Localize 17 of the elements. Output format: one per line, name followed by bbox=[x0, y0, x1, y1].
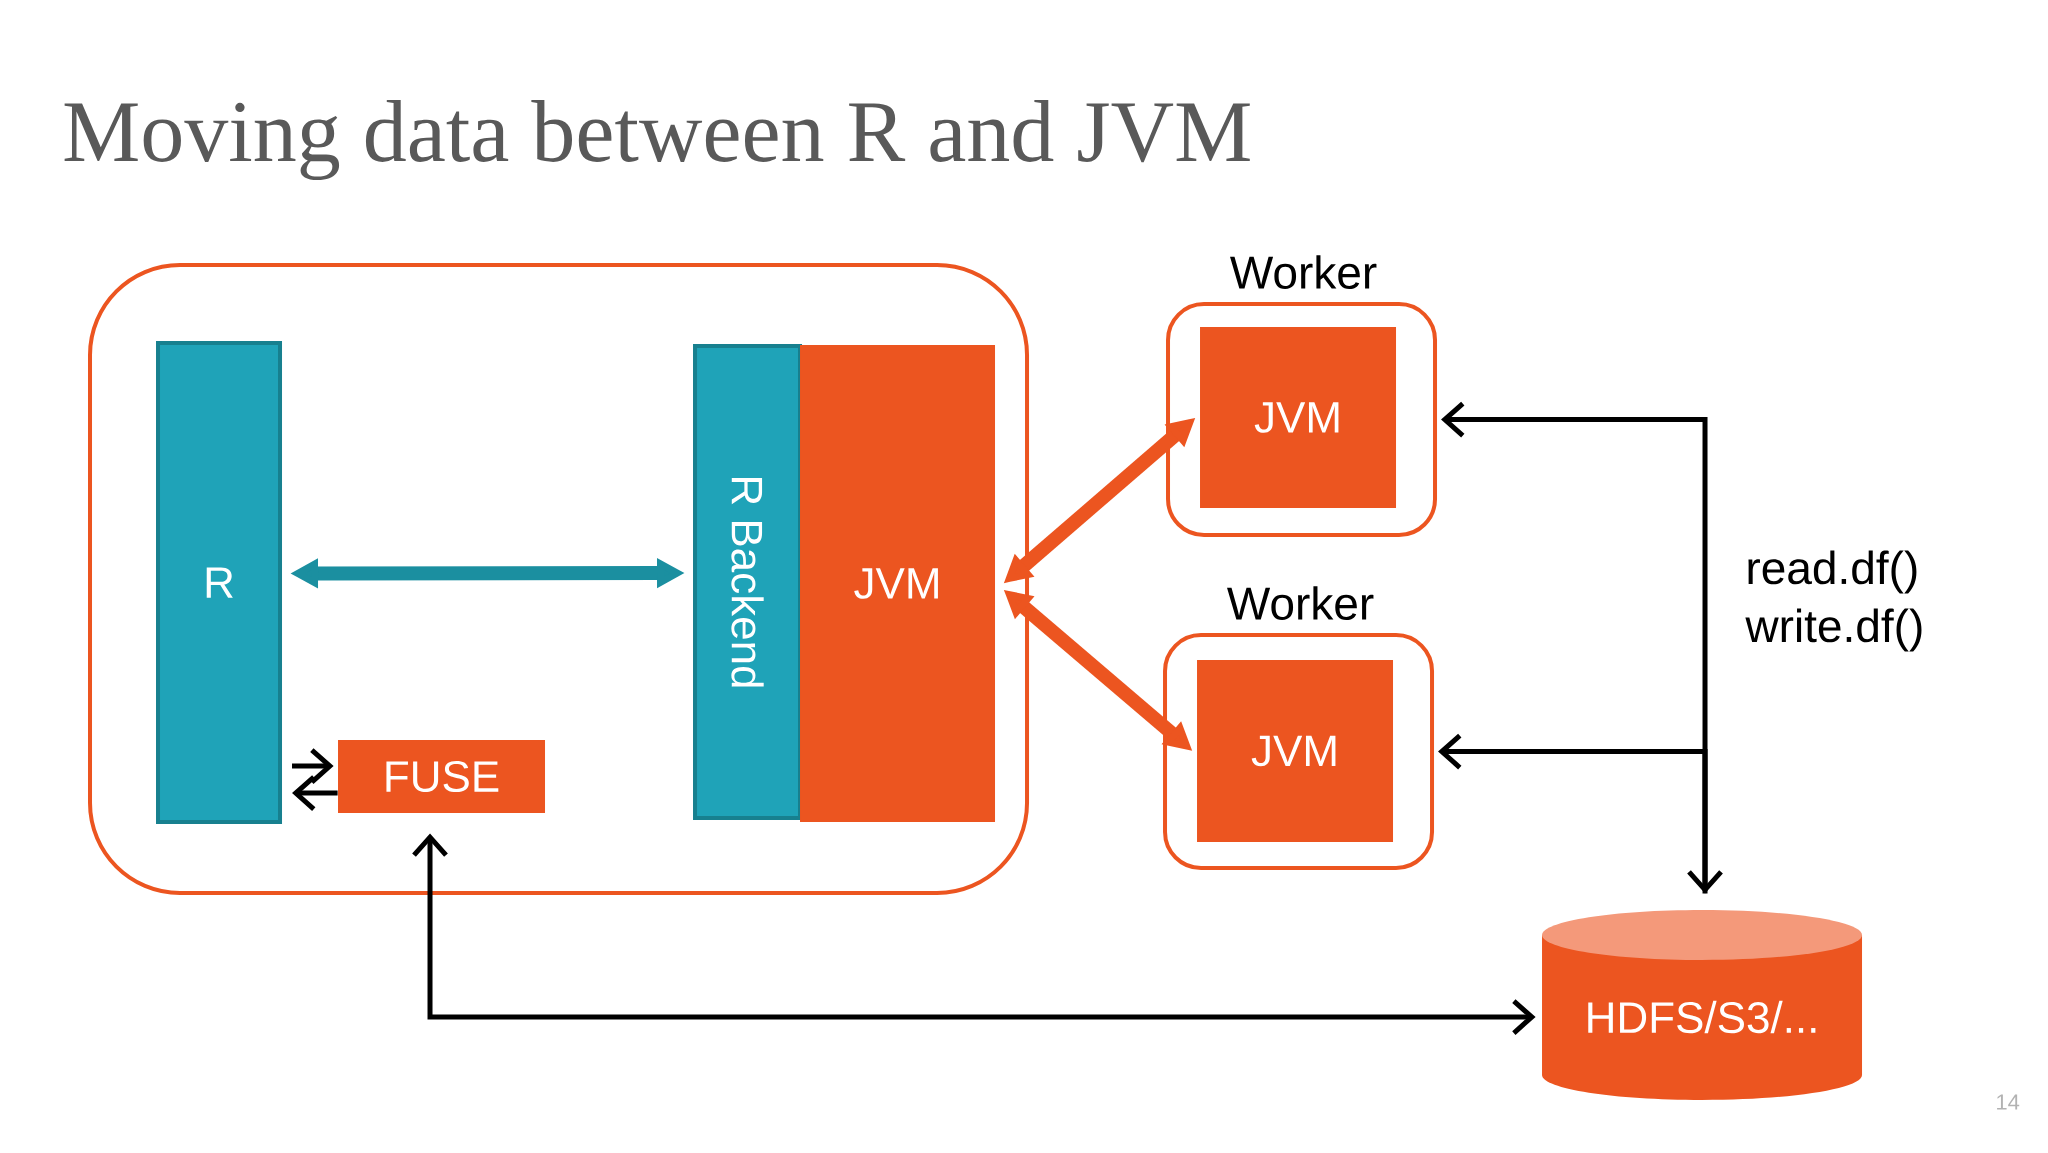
storage-cylinder: HDFS/S3/... bbox=[1542, 910, 1863, 1100]
process-box: FUSE bbox=[338, 740, 545, 813]
arrow bbox=[412, 833, 1536, 1035]
node-label: Worker bbox=[1230, 255, 1377, 289]
function-label: read.df() bbox=[1748, 550, 1917, 594]
process-box: JVM bbox=[1197, 660, 1393, 842]
process-box: JVM bbox=[1200, 327, 1396, 508]
process-box: R Backend bbox=[693, 344, 802, 820]
function-label: write.df() bbox=[1745, 608, 1922, 652]
page-number: 14 bbox=[1997, 1094, 2020, 1110]
process-box: JVM bbox=[800, 345, 995, 822]
arrow bbox=[1441, 401, 1723, 894]
node-label: Worker bbox=[1227, 586, 1374, 620]
driver-box bbox=[88, 263, 1029, 895]
arrow bbox=[1438, 733, 1708, 894]
slide-title: Moving data between R and JVM bbox=[64, 100, 1250, 180]
process-box: R bbox=[156, 341, 282, 824]
